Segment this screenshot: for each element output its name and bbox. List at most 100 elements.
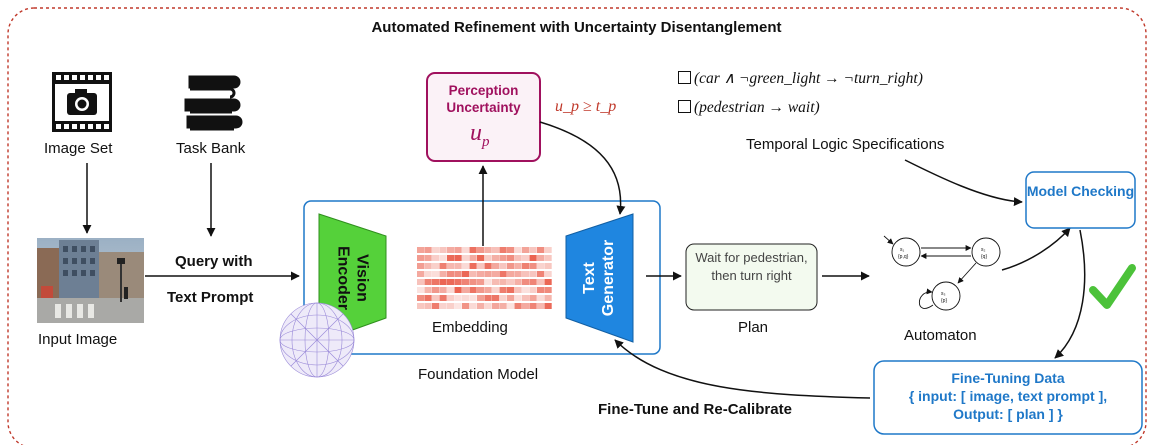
embedding-cell <box>432 271 440 277</box>
embedding-cell <box>477 255 485 261</box>
arrow-automaton-to-checking <box>1001 227 1071 271</box>
embedding-cell <box>477 247 485 253</box>
embedding-cell <box>522 287 530 293</box>
task-bank-label: Task Bank <box>176 140 246 157</box>
automaton-state-2-props: {q} <box>981 254 988 260</box>
embedding-cell <box>492 255 500 261</box>
embedding-bars <box>417 247 552 309</box>
embedding-cell <box>454 287 462 293</box>
embedding-cell <box>514 279 522 285</box>
embedding-cell <box>514 303 522 309</box>
embedding-cell <box>499 279 507 285</box>
embedding-cell <box>522 271 530 277</box>
embedding-cell <box>454 295 462 301</box>
embedding-cell <box>529 279 537 285</box>
embedding-cell <box>499 287 507 293</box>
embedding-cell <box>484 255 492 261</box>
embedding-cell <box>454 247 462 253</box>
embedding-cell <box>499 247 507 253</box>
embedding-cell <box>477 263 485 269</box>
embedding-cell <box>514 287 522 293</box>
embedding-cell <box>462 247 470 253</box>
embedding-cell <box>439 247 447 253</box>
embedding-cell <box>424 287 432 293</box>
perception-uncertainty-label: Perception Uncertainty <box>446 83 521 115</box>
embedding-cell <box>514 255 522 261</box>
embedding-cell <box>424 271 432 277</box>
spec-formula-2: (pedestrian → wait) <box>678 99 820 117</box>
embedding-cell <box>499 271 507 277</box>
embedding-cell <box>462 295 470 301</box>
embedding-cell <box>462 279 470 285</box>
automaton-state-1-name: s₁ <box>900 247 905 253</box>
embedding-cell <box>522 247 530 253</box>
embedding-cell <box>499 263 507 269</box>
embedding-cell <box>439 287 447 293</box>
embedding-cell <box>537 247 545 253</box>
embedding-cell <box>432 263 440 269</box>
embedding-cell <box>454 271 462 277</box>
embedding-cell <box>447 279 455 285</box>
embedding-cell <box>514 263 522 269</box>
embedding-cell <box>492 287 500 293</box>
image-set-icon <box>52 72 112 132</box>
embedding-cell <box>469 303 477 309</box>
embedding-cell <box>537 303 545 309</box>
embedding-cell <box>507 303 515 309</box>
embedding-cell <box>469 271 477 277</box>
embedding-cell <box>454 303 462 309</box>
fine-tuning-title: Fine-Tuning Data <box>951 370 1065 386</box>
embedding-cell <box>544 287 552 293</box>
check-mark-icon <box>1089 264 1136 309</box>
embedding-cell <box>417 303 425 309</box>
embedding-cell <box>477 279 485 285</box>
embedding-cell <box>537 295 545 301</box>
embedding-cell <box>417 263 425 269</box>
embedding-cell <box>507 287 515 293</box>
fine-tuning-line2: Output: [ plan ] } <box>953 406 1063 422</box>
embedding-cell <box>447 271 455 277</box>
embedding-cell <box>424 295 432 301</box>
embedding-cell <box>507 247 515 253</box>
embedding-cell <box>492 303 500 309</box>
query-label-line1: Query with <box>175 253 253 270</box>
embedding-cell <box>544 247 552 253</box>
model-checking-label: Model Checking <box>1026 183 1135 199</box>
embedding-cell <box>537 271 545 277</box>
automaton-graph <box>883 235 1001 311</box>
perception-uncertainty-symbol: up <box>470 120 490 150</box>
embedding-cell <box>499 303 507 309</box>
embedding-cell <box>484 247 492 253</box>
embedding-cell <box>477 295 485 301</box>
embedding-cell <box>537 279 545 285</box>
embedding-cell <box>424 263 432 269</box>
automaton-state-1 <box>891 237 921 267</box>
embedding-cell <box>484 303 492 309</box>
embedding-cell <box>544 255 552 261</box>
embedding-cell <box>507 295 515 301</box>
embedding-cell <box>529 303 537 309</box>
embedding-cell <box>447 247 455 253</box>
embedding-cell <box>439 255 447 261</box>
text-generator-shape <box>565 213 634 343</box>
embedding-cell <box>462 303 470 309</box>
task-bank-icon <box>184 75 243 131</box>
outer-frame <box>7 7 1147 445</box>
embedding-cell <box>447 287 455 293</box>
input-image-label: Input Image <box>38 331 118 348</box>
embedding-cell <box>417 287 425 293</box>
arrow-checking-to-finetune <box>1054 229 1086 359</box>
embedding-cell <box>432 295 440 301</box>
fine-tuning-line1: { input: [ image, text prompt ], <box>908 388 1108 404</box>
foundation-model-sphere-icon <box>279 302 355 378</box>
plan-box <box>685 243 818 311</box>
input-image <box>37 238 144 323</box>
embedding-cell <box>439 263 447 269</box>
model-checking-box <box>1025 171 1136 229</box>
automaton-state-2-name: s₂ <box>981 247 986 253</box>
embedding-cell <box>544 295 552 301</box>
embedding-cell <box>469 255 477 261</box>
embedding-cell <box>537 263 545 269</box>
embedding-cell <box>544 263 552 269</box>
